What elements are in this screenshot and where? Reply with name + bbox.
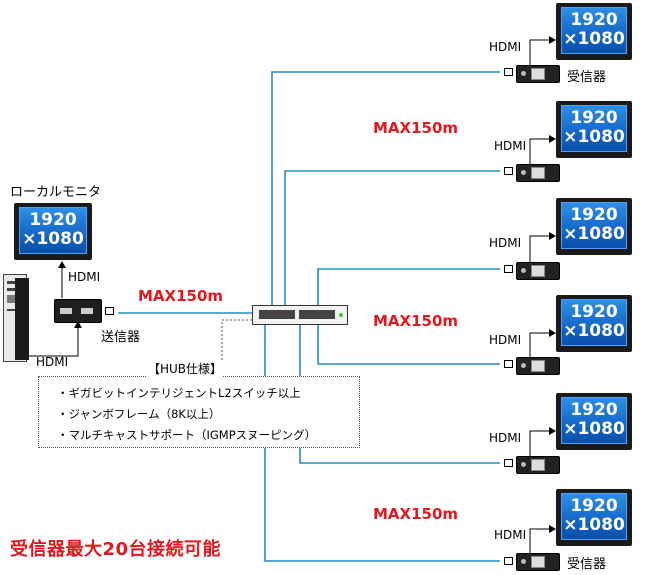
- cable-to-receiver-3: [317, 268, 500, 307]
- max-distance-sender: MAX150m: [138, 287, 224, 305]
- hdmi-label-3: HDMI: [489, 236, 522, 250]
- receiver-monitor-1: 1920×1080: [556, 3, 632, 60]
- receiver-plug-icon-2: [504, 167, 513, 175]
- receiver-monitor-3: 1920×1080: [556, 198, 632, 255]
- pc-side-panel: [15, 278, 29, 360]
- hub-spec-1: ・ギガビットインテリジェントL2スイッチ以上: [57, 386, 301, 400]
- sender-lan-plug-icon: [105, 307, 114, 315]
- receiver-monitor-5: 1920×1080: [556, 393, 632, 450]
- cable-to-receiver-2: [284, 170, 500, 307]
- network-switch: [252, 305, 348, 325]
- hub-spec-title: 【HUB仕様】: [147, 360, 224, 377]
- sender-device: [54, 299, 102, 323]
- receiver-monitor-2: 1920×1080: [556, 101, 632, 158]
- receiver-4: [516, 357, 560, 375]
- hub-spec-box: ・ギガビットインテリジェントL2スイッチ以上 ・ジャンボフレーム（8K以上） ・…: [38, 376, 360, 448]
- max-distance-upper: MAX150m: [373, 119, 459, 137]
- receiver-label-top: 受信器: [567, 70, 607, 85]
- receiver-monitor-6: 1920×1080: [556, 489, 632, 546]
- cable-to-receiver-1: [271, 71, 500, 307]
- receiver-plug-icon-1: [504, 68, 513, 76]
- receiver-plug-icon-5: [504, 459, 513, 467]
- hdmi-label-local: HDMI: [68, 270, 101, 284]
- sender-label: 送信器: [101, 330, 141, 345]
- hdmi-label-6: HDMI: [494, 528, 527, 542]
- hdmi-label-1: HDMI: [489, 40, 522, 54]
- hdmi-label-2: HDMI: [494, 139, 527, 153]
- cable-to-receiver-5: [299, 322, 500, 464]
- max-distance-middle: MAX150m: [373, 312, 459, 330]
- receiver-label-bottom: 受信器: [567, 557, 607, 572]
- receiver-plug-icon-6: [504, 557, 513, 565]
- hdmi-label-pc: HDMI: [36, 355, 69, 369]
- hub-spec-3: ・マルチキャストサポート（IGMPスヌーピング）: [57, 428, 317, 442]
- receiver-2: [516, 164, 560, 182]
- receiver-monitor-4: 1920×1080: [556, 295, 632, 352]
- receiver-3: [516, 262, 560, 280]
- cable-to-receiver-4: [317, 322, 500, 365]
- receiver-plug-icon-4: [504, 360, 513, 368]
- local-monitor-label: ローカルモニタ: [10, 185, 102, 200]
- hdmi-label-4: HDMI: [489, 333, 522, 347]
- hub-spec-2: ・ジャンボフレーム（8K以上）: [57, 407, 221, 421]
- receiver-5: [516, 456, 560, 474]
- receiver-1: [516, 65, 560, 83]
- max-receivers-claim: 受信器最大20台接続可能: [10, 539, 222, 560]
- receiver-plug-icon-3: [504, 265, 513, 273]
- hdmi-label-5: HDMI: [489, 431, 522, 445]
- receiver-6: [516, 553, 560, 571]
- local-monitor: 1920 ×1080: [14, 203, 92, 260]
- max-distance-lower: MAX150m: [373, 505, 459, 523]
